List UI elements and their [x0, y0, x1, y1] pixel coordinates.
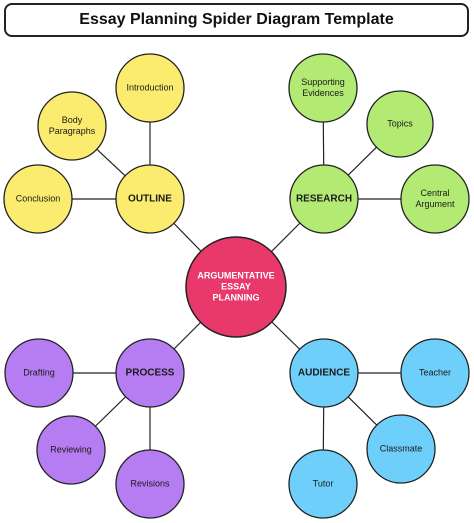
- hub-node-research: [289, 164, 359, 234]
- leaf-label-classmate: Classmate: [380, 443, 423, 453]
- leaf-node-body: [37, 91, 107, 161]
- leaf-node-drafting: [4, 338, 74, 408]
- diagram-title: Essay Planning Spider Diagram Template: [79, 11, 394, 28]
- leaf-node-conclusion: [3, 164, 73, 234]
- title-box: Essay Planning Spider Diagram Template: [4, 3, 469, 37]
- leaf-node-tutor: [288, 449, 358, 519]
- leaf-label-supporting: Supporting: [301, 77, 345, 87]
- leaf-label-revisions: Revisions: [130, 478, 170, 488]
- leaf-node-revisions: [115, 449, 185, 519]
- leaf-node-topics: [366, 90, 434, 158]
- leaf-node-central: [400, 164, 470, 234]
- leaf-label-central: Argument: [415, 199, 455, 209]
- hub-node-process: [115, 338, 185, 408]
- hub-label-research: RESEARCH: [296, 194, 352, 205]
- leaf-label-topics: Topics: [387, 118, 413, 128]
- leaf-node-teacher: [400, 338, 470, 408]
- leaf-label-drafting: Drafting: [23, 367, 55, 377]
- leaf-label-tutor: Tutor: [313, 478, 334, 488]
- leaf-node-classmate: [366, 414, 436, 484]
- hub-node-outline: [115, 164, 185, 234]
- leaf-label-body: Body: [62, 115, 83, 125]
- leaf-label-reviewing: Reviewing: [50, 444, 92, 454]
- center-label: ARGUMENTATIVE: [197, 270, 274, 280]
- leaf-label-teacher: Teacher: [419, 367, 451, 377]
- center-node: [185, 236, 287, 338]
- leaf-node-reviewing: [36, 415, 106, 485]
- leaf-node-supporting: [288, 53, 358, 123]
- hub-label-outline: OUTLINE: [128, 194, 172, 205]
- leaf-node-introduction: [115, 53, 185, 123]
- leaf-label-central: Central: [420, 188, 449, 198]
- hub-label-audience: AUDIENCE: [298, 368, 351, 379]
- center-label: PLANNING: [213, 292, 260, 302]
- center-label: ESSAY: [221, 281, 251, 291]
- leaf-label-supporting: Evidences: [302, 88, 344, 98]
- hub-label-process: PROCESS: [126, 368, 175, 379]
- leaf-label-conclusion: Conclusion: [16, 193, 61, 203]
- leaf-label-introduction: Introduction: [126, 82, 173, 92]
- leaf-label-body: Paragraphs: [49, 126, 96, 136]
- hub-node-audience: [289, 338, 359, 408]
